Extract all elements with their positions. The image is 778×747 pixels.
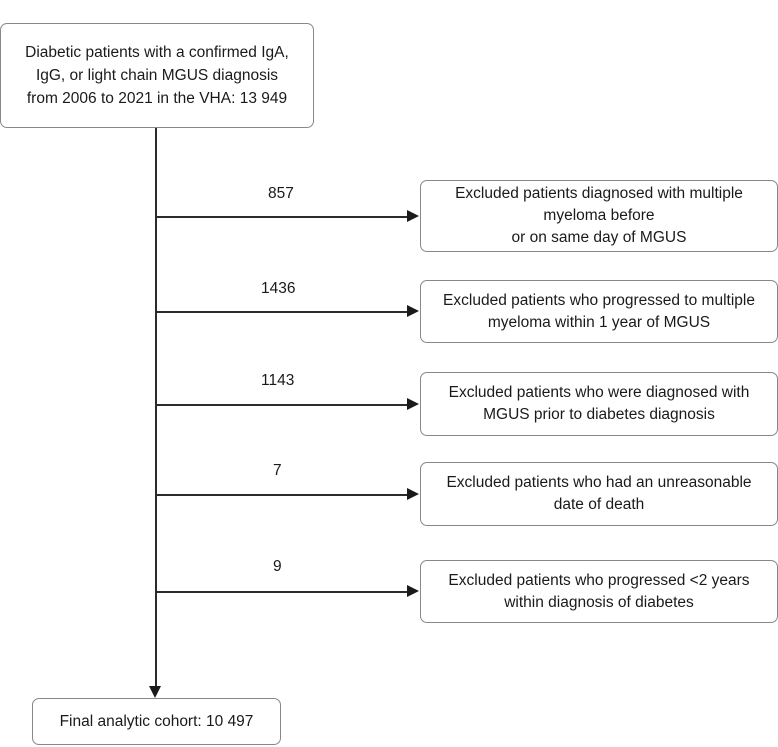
right-arrowhead-icon bbox=[407, 398, 419, 411]
exclusion-arrow-line bbox=[156, 216, 408, 218]
exclusion-arrow-line bbox=[156, 494, 408, 496]
exclusion-box: Excluded patients diagnosed with multipl… bbox=[420, 180, 778, 252]
right-arrowhead-icon bbox=[407, 305, 419, 318]
right-arrowhead-icon bbox=[407, 585, 419, 598]
exclusion-count-label: 7 bbox=[273, 462, 282, 479]
exclusion-count-label: 1436 bbox=[261, 280, 296, 297]
exclusion-box: Excluded patients who progressed to mult… bbox=[420, 280, 778, 343]
exclusion-box: Excluded patients who had an unreasonabl… bbox=[420, 462, 778, 526]
exclusion-arrow-line bbox=[156, 311, 408, 313]
right-arrowhead-icon bbox=[407, 488, 419, 501]
cohort-source-box: Diabetic patients with a confirmed IgA, … bbox=[0, 23, 314, 128]
right-arrowhead-icon bbox=[407, 210, 419, 223]
down-arrowhead-icon bbox=[149, 686, 161, 698]
exclusion-box: Excluded patients who were diagnosed wit… bbox=[420, 372, 778, 436]
exclusion-arrow-line bbox=[156, 404, 408, 406]
main-vertical-connector bbox=[155, 128, 157, 694]
exclusion-arrow-line bbox=[156, 591, 408, 593]
exclusion-count-label: 9 bbox=[273, 558, 282, 575]
exclusion-box: Excluded patients who progressed <2 year… bbox=[420, 560, 778, 623]
final-cohort-box: Final analytic cohort: 10 497 bbox=[32, 698, 281, 745]
exclusion-count-label: 1143 bbox=[261, 372, 295, 389]
exclusion-count-label: 857 bbox=[268, 185, 294, 202]
